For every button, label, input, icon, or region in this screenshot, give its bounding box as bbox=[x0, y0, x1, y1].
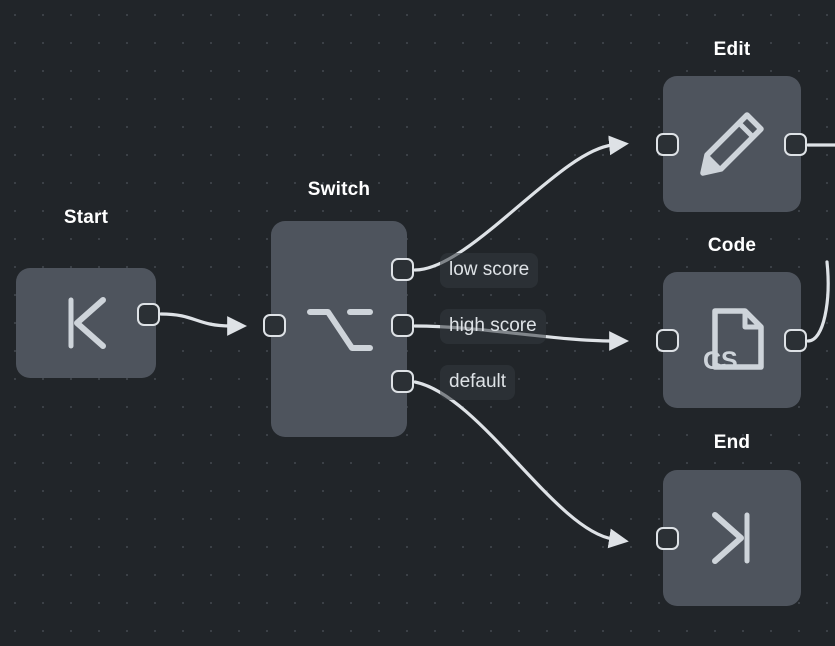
skip-to-start-icon bbox=[68, 297, 106, 349]
cs-file-icon: CS bbox=[703, 308, 764, 375]
node-title-edit: Edit bbox=[713, 39, 751, 60]
node-switch[interactable] bbox=[271, 221, 407, 437]
node-code[interactable]: CS bbox=[663, 272, 801, 408]
pencil-icon bbox=[663, 76, 801, 212]
port-code-out[interactable] bbox=[784, 329, 807, 352]
svg-text:CS: CS bbox=[703, 347, 738, 375]
node-end[interactable] bbox=[663, 470, 801, 606]
node-title-code: Code bbox=[707, 235, 757, 256]
cs-file-icon: CS bbox=[663, 272, 801, 408]
port-edit-out[interactable] bbox=[784, 133, 807, 156]
skip-to-end-icon bbox=[663, 470, 801, 606]
port-switch-out-default[interactable] bbox=[391, 370, 414, 393]
node-start[interactable] bbox=[16, 268, 156, 378]
edge-label-switch-out-low: low score bbox=[440, 253, 539, 288]
edge-label-switch-out-default: default bbox=[440, 365, 516, 400]
port-switch-out-high[interactable] bbox=[391, 314, 414, 337]
switch-option-icon bbox=[271, 221, 407, 437]
port-switch-out-low[interactable] bbox=[391, 258, 414, 281]
edge-label-switch-out-high: high score bbox=[440, 309, 546, 344]
pencil-icon bbox=[700, 112, 764, 176]
edge-start-switch[interactable] bbox=[159, 312, 247, 336]
skip-to-start-icon bbox=[16, 268, 156, 378]
node-edit[interactable] bbox=[663, 76, 801, 212]
port-switch-in[interactable] bbox=[263, 314, 286, 337]
port-end-in[interactable] bbox=[656, 527, 679, 550]
port-code-in[interactable] bbox=[656, 329, 679, 352]
port-edit-in[interactable] bbox=[656, 133, 679, 156]
edge-code-out[interactable] bbox=[806, 260, 830, 343]
node-title-switch: Switch bbox=[307, 179, 371, 200]
edge-low-edit[interactable] bbox=[413, 135, 629, 272]
node-title-end: End bbox=[713, 432, 751, 453]
skip-to-end-icon bbox=[712, 512, 750, 564]
edge-default-end[interactable] bbox=[413, 380, 629, 549]
node-title-start: Start bbox=[63, 207, 109, 228]
switch-option-icon bbox=[307, 309, 373, 351]
port-start-out[interactable] bbox=[137, 303, 160, 326]
